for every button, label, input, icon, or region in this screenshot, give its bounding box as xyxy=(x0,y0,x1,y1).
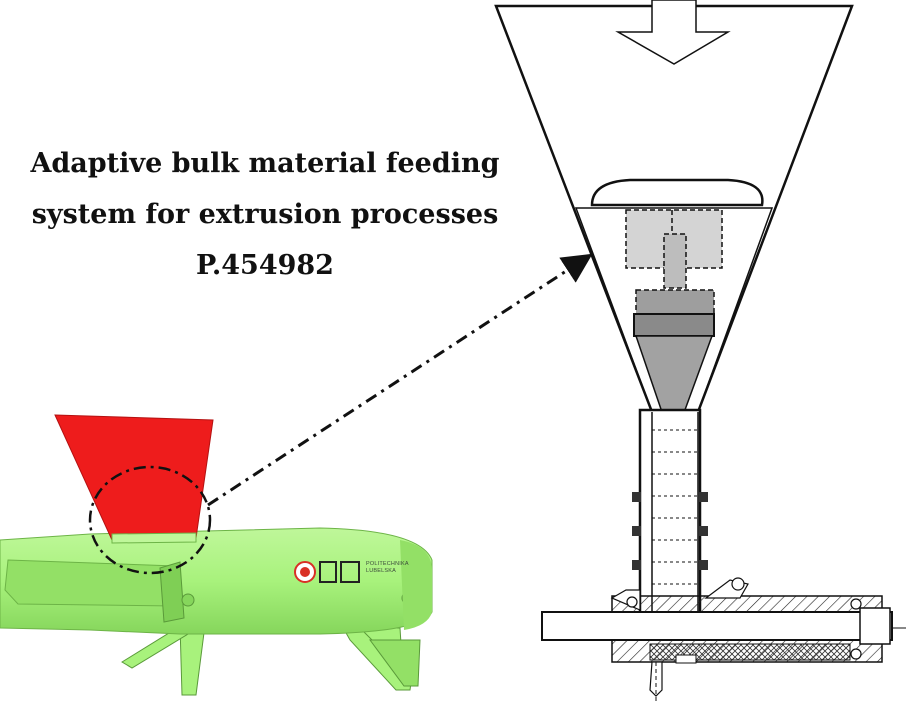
logo-text: POLITECHNIKA LUBELSKA xyxy=(366,561,410,575)
feeder-cross-section xyxy=(494,0,906,702)
hopper-3d-neck xyxy=(111,532,197,544)
diagram-title: Adaptive bulk material feeding system fo… xyxy=(10,138,520,291)
detail-connector-arrow xyxy=(207,253,593,507)
feed-direction-arrow xyxy=(615,0,731,65)
adaptive-plunger xyxy=(625,209,723,451)
title-line-1: Adaptive bulk material feeding xyxy=(30,148,500,179)
patent-number: P.454982 xyxy=(196,250,334,281)
politechnika-logo xyxy=(294,561,360,583)
feeder-3d-model xyxy=(0,414,433,696)
logo-letters-icon xyxy=(319,561,360,583)
support-stand xyxy=(121,619,421,696)
hopper-3d xyxy=(54,414,214,541)
extruder-barrel-section xyxy=(541,577,906,702)
detail-callout-circle xyxy=(88,465,212,575)
logo-org-line-2: LUBELSKA xyxy=(366,568,397,574)
title-line-2: system for extrusion processes xyxy=(31,199,499,230)
logo-org-line-1: POLITECHNIKA xyxy=(366,561,409,567)
clamp-blocks xyxy=(632,492,708,570)
feed-throat xyxy=(632,408,708,620)
barrel-3d xyxy=(0,527,433,635)
dome-cap xyxy=(590,178,764,207)
